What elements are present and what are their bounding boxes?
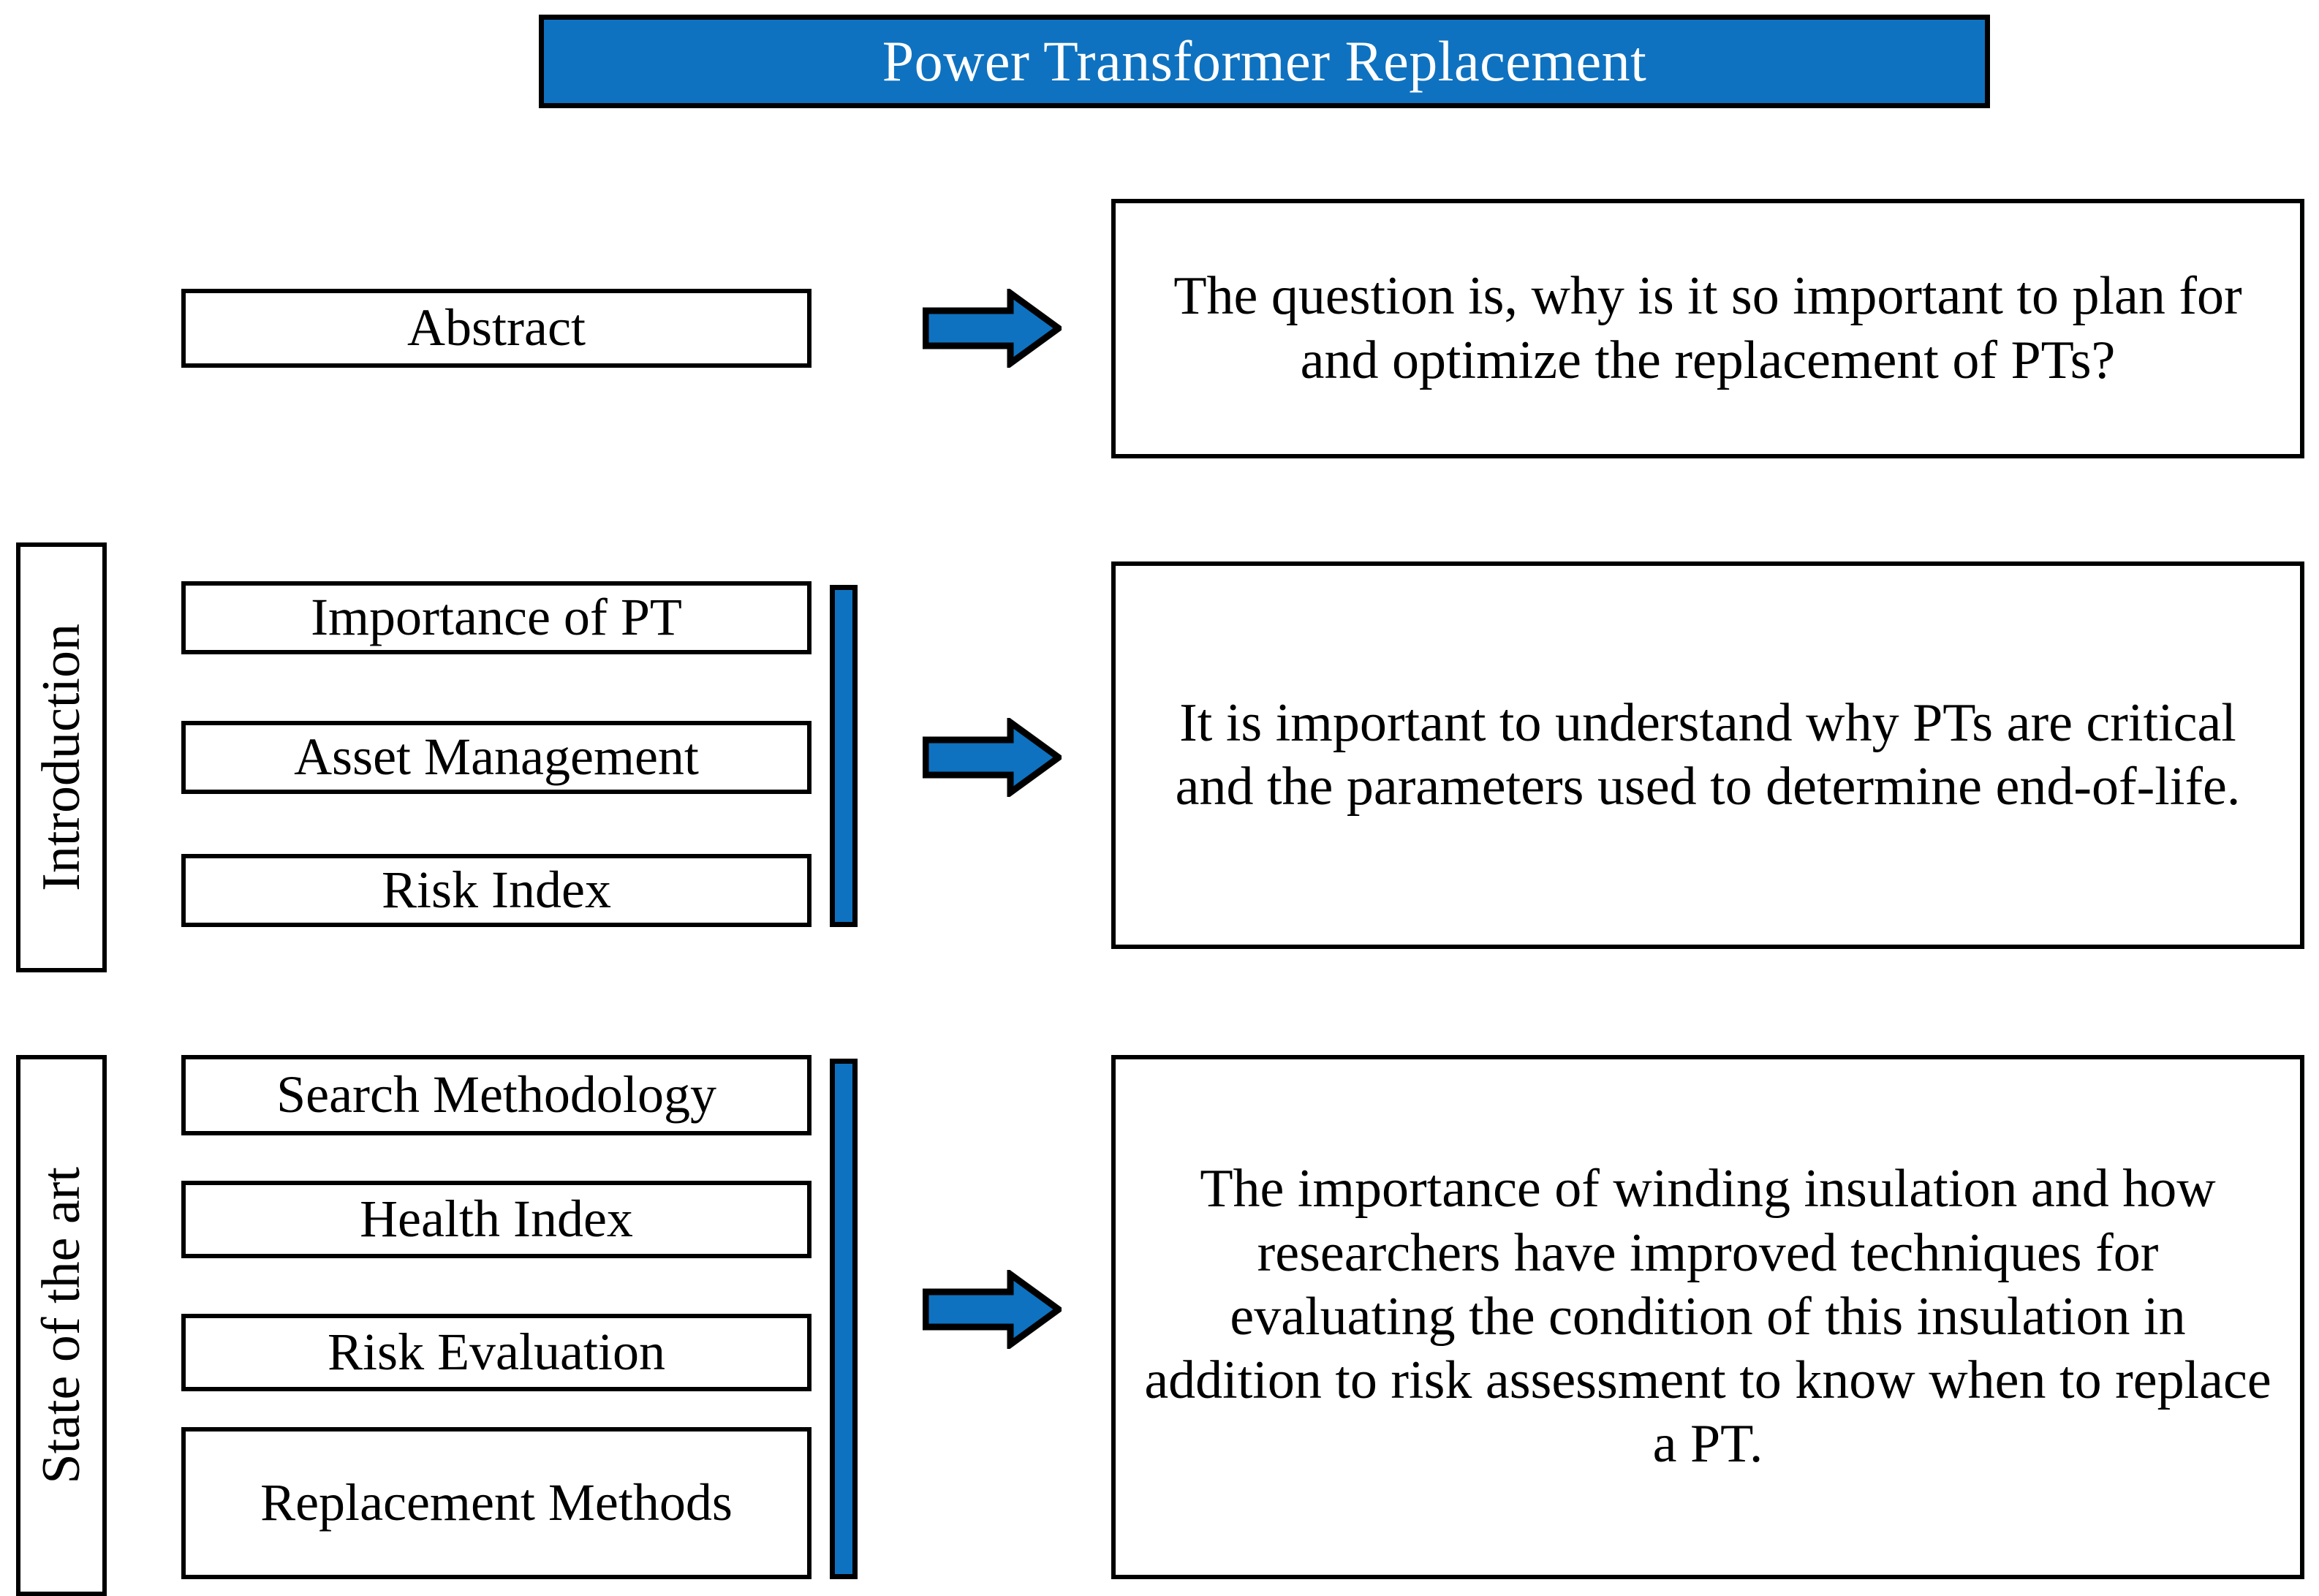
topic-box-asset-management: Asset Management: [181, 721, 812, 794]
description-text: The question is, why is it so important …: [1173, 266, 2242, 390]
topic-label: Search Methodology: [276, 1065, 716, 1124]
topic-label: Importance of PT: [311, 588, 682, 647]
description-box-abstract: The question is, why is it so important …: [1111, 199, 2304, 458]
topic-box-search-methodology: Search Methodology: [181, 1055, 812, 1135]
description-text: It is important to understand why PTs ar…: [1175, 692, 2241, 817]
topic-box-risk-index: Risk Index: [181, 854, 812, 927]
diagram-title-banner: Power Transformer Replacement: [539, 15, 1990, 108]
page-title: Power Transformer Replacement: [882, 29, 1647, 93]
group-bar-introduction: [830, 585, 858, 927]
section-label-text: Introduction: [31, 624, 91, 891]
right-arrow-icon-row3: [923, 1270, 1062, 1349]
topic-label: Abstract: [407, 298, 586, 358]
description-box-state-of-the-art: The importance of winding insulation and…: [1111, 1055, 2304, 1579]
group-bar-state-of-the-art: [830, 1059, 858, 1579]
section-label-text: State of the art: [31, 1167, 91, 1484]
topic-label: Asset Management: [294, 727, 699, 787]
topic-label: Risk Evaluation: [328, 1323, 665, 1382]
description-text: The importance of winding insulation and…: [1144, 1159, 2271, 1475]
topic-label: Health Index: [360, 1190, 633, 1249]
topic-box-importance-of-pt: Importance of PT: [181, 581, 812, 654]
section-label-state-of-the-art: State of the art: [16, 1055, 107, 1596]
topic-box-risk-evaluation: Risk Evaluation: [181, 1314, 812, 1391]
right-arrow-icon-row2: [923, 718, 1062, 797]
description-box-introduction: It is important to understand why PTs ar…: [1111, 561, 2304, 949]
topic-box-replacement-methods: Replacement Methods: [181, 1427, 812, 1579]
topic-label: Risk Index: [382, 861, 611, 920]
topic-label: Replacement Methods: [260, 1473, 733, 1532]
topic-box-health-index: Health Index: [181, 1181, 812, 1258]
section-label-introduction: Introduction: [16, 542, 107, 972]
topic-box-abstract: Abstract: [181, 289, 812, 368]
right-arrow-icon-row1: [923, 289, 1062, 368]
